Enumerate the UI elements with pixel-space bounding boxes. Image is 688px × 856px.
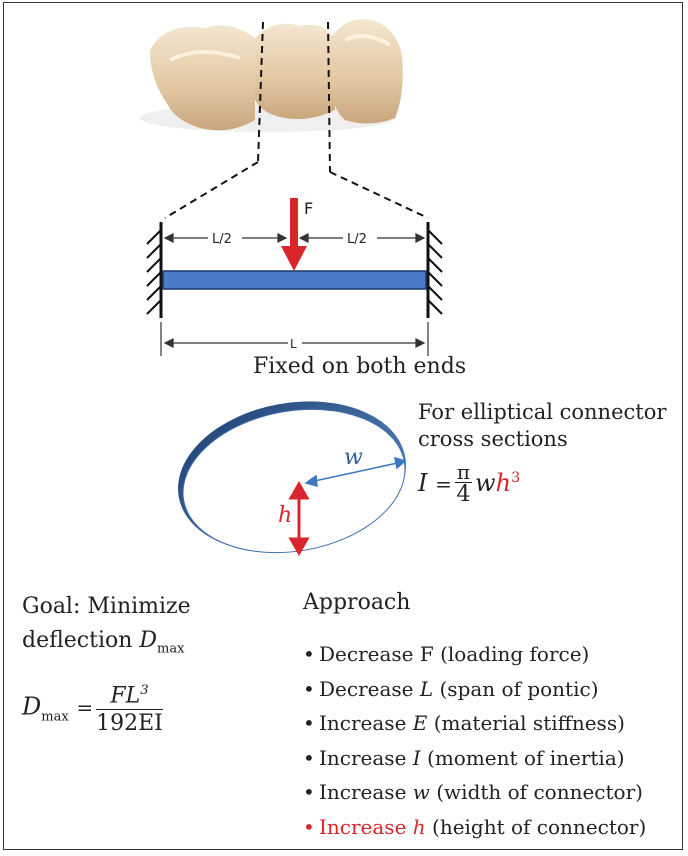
approach-item-suffix: (span of pontic): [433, 676, 599, 701]
deflection-num: FL: [110, 683, 141, 709]
approach-item: •Increase E (material stiffness): [303, 709, 646, 744]
bullet-icon: •: [303, 745, 315, 770]
approach-item-var: w: [412, 780, 430, 804]
formula-h: h: [495, 469, 512, 497]
bullet-icon: •: [303, 676, 315, 701]
goal-text: Goal: Minimize deflection Dmax: [22, 590, 191, 666]
approach-item-prefix: Decrease: [319, 676, 420, 701]
formula-lhs: I: [418, 469, 428, 497]
half-span-left-label: L/2: [212, 232, 232, 247]
height-arrow: [288, 480, 310, 557]
approach-list: •Decrease F (loading force)•Decrease L (…: [303, 640, 646, 847]
beam: [162, 270, 427, 290]
goal-line2-prefix: deflection: [22, 628, 140, 653]
span-label: L: [290, 337, 297, 351]
formula-w: w: [475, 469, 496, 497]
formula-den: 4: [456, 482, 471, 507]
approach-item-var: L: [419, 676, 434, 701]
deflection-num-exp: 3: [140, 683, 149, 698]
formula-eq: =: [435, 472, 452, 496]
approach-item-var: E: [412, 711, 428, 735]
ellipse-title-line1: For elliptical connector: [418, 400, 667, 424]
force-arrow: [281, 198, 307, 271]
bullet-icon: •: [303, 711, 315, 735]
approach-item-var: I: [412, 745, 421, 770]
bullet-icon: •: [303, 780, 315, 804]
approach-item-suffix: (material stiffness): [427, 711, 625, 735]
width-arrow: [304, 456, 407, 488]
approach-item-suffix: (width of connector): [429, 780, 643, 804]
approach-item-prefix: Increase: [319, 745, 413, 770]
goal-sub: max: [157, 641, 185, 657]
right-fixed-support: [426, 222, 443, 318]
deflection-num-wrap: FL3: [96, 678, 163, 711]
elliptical-cross-section: [178, 401, 406, 554]
beam-caption: Fixed on both ends: [253, 354, 467, 379]
deflection-eq: =: [76, 695, 94, 720]
formula-num: π: [454, 460, 473, 484]
dental-bridge-image: [140, 19, 403, 132]
goal-line2: deflection Dmax: [22, 624, 191, 666]
approach-item-var: F: [419, 642, 434, 666]
force-label: F: [304, 199, 313, 218]
approach-item-prefix: Increase: [319, 711, 413, 735]
height-label: h: [278, 503, 292, 528]
approach-item-prefix: Increase: [319, 814, 413, 839]
bullet-icon: •: [303, 814, 315, 839]
goal-line1: Goal: Minimize: [22, 594, 191, 619]
approach-item-prefix: Decrease: [319, 642, 420, 666]
half-span-right-label: L/2: [347, 232, 367, 247]
deflection-den: 192EI: [96, 711, 163, 737]
bullet-icon: •: [303, 642, 315, 666]
approach-item: •Increase h (height of connector): [303, 813, 646, 848]
approach-item: •Increase w (width of connector): [303, 778, 646, 813]
formula-exp: 3: [511, 470, 521, 486]
deflection-lhs-sub: max: [41, 709, 69, 725]
ellipse-title-line2: cross sections: [418, 427, 568, 451]
connector-guide-lines: [164, 21, 429, 219]
left-fixed-support: [146, 222, 163, 318]
goal-var: D: [139, 628, 158, 653]
approach-item-prefix: Increase: [319, 780, 413, 804]
approach-item-suffix: (loading force): [433, 642, 590, 666]
deflection-lhs: D: [22, 692, 42, 721]
deflection-den-wrap: 192EI: [96, 710, 163, 738]
approach-item-suffix: (moment of inertia): [420, 745, 625, 770]
approach-item: •Increase I (moment of inertia): [303, 744, 646, 779]
width-label: w: [344, 445, 363, 470]
approach-item-var: h: [412, 814, 426, 839]
approach-item: •Decrease F (loading force): [303, 640, 646, 675]
approach-title: Approach: [303, 590, 411, 615]
approach-item: •Decrease L (span of pontic): [303, 675, 646, 710]
approach-item-suffix: (height of connector): [425, 814, 647, 839]
figure-frame: [3, 2, 683, 850]
